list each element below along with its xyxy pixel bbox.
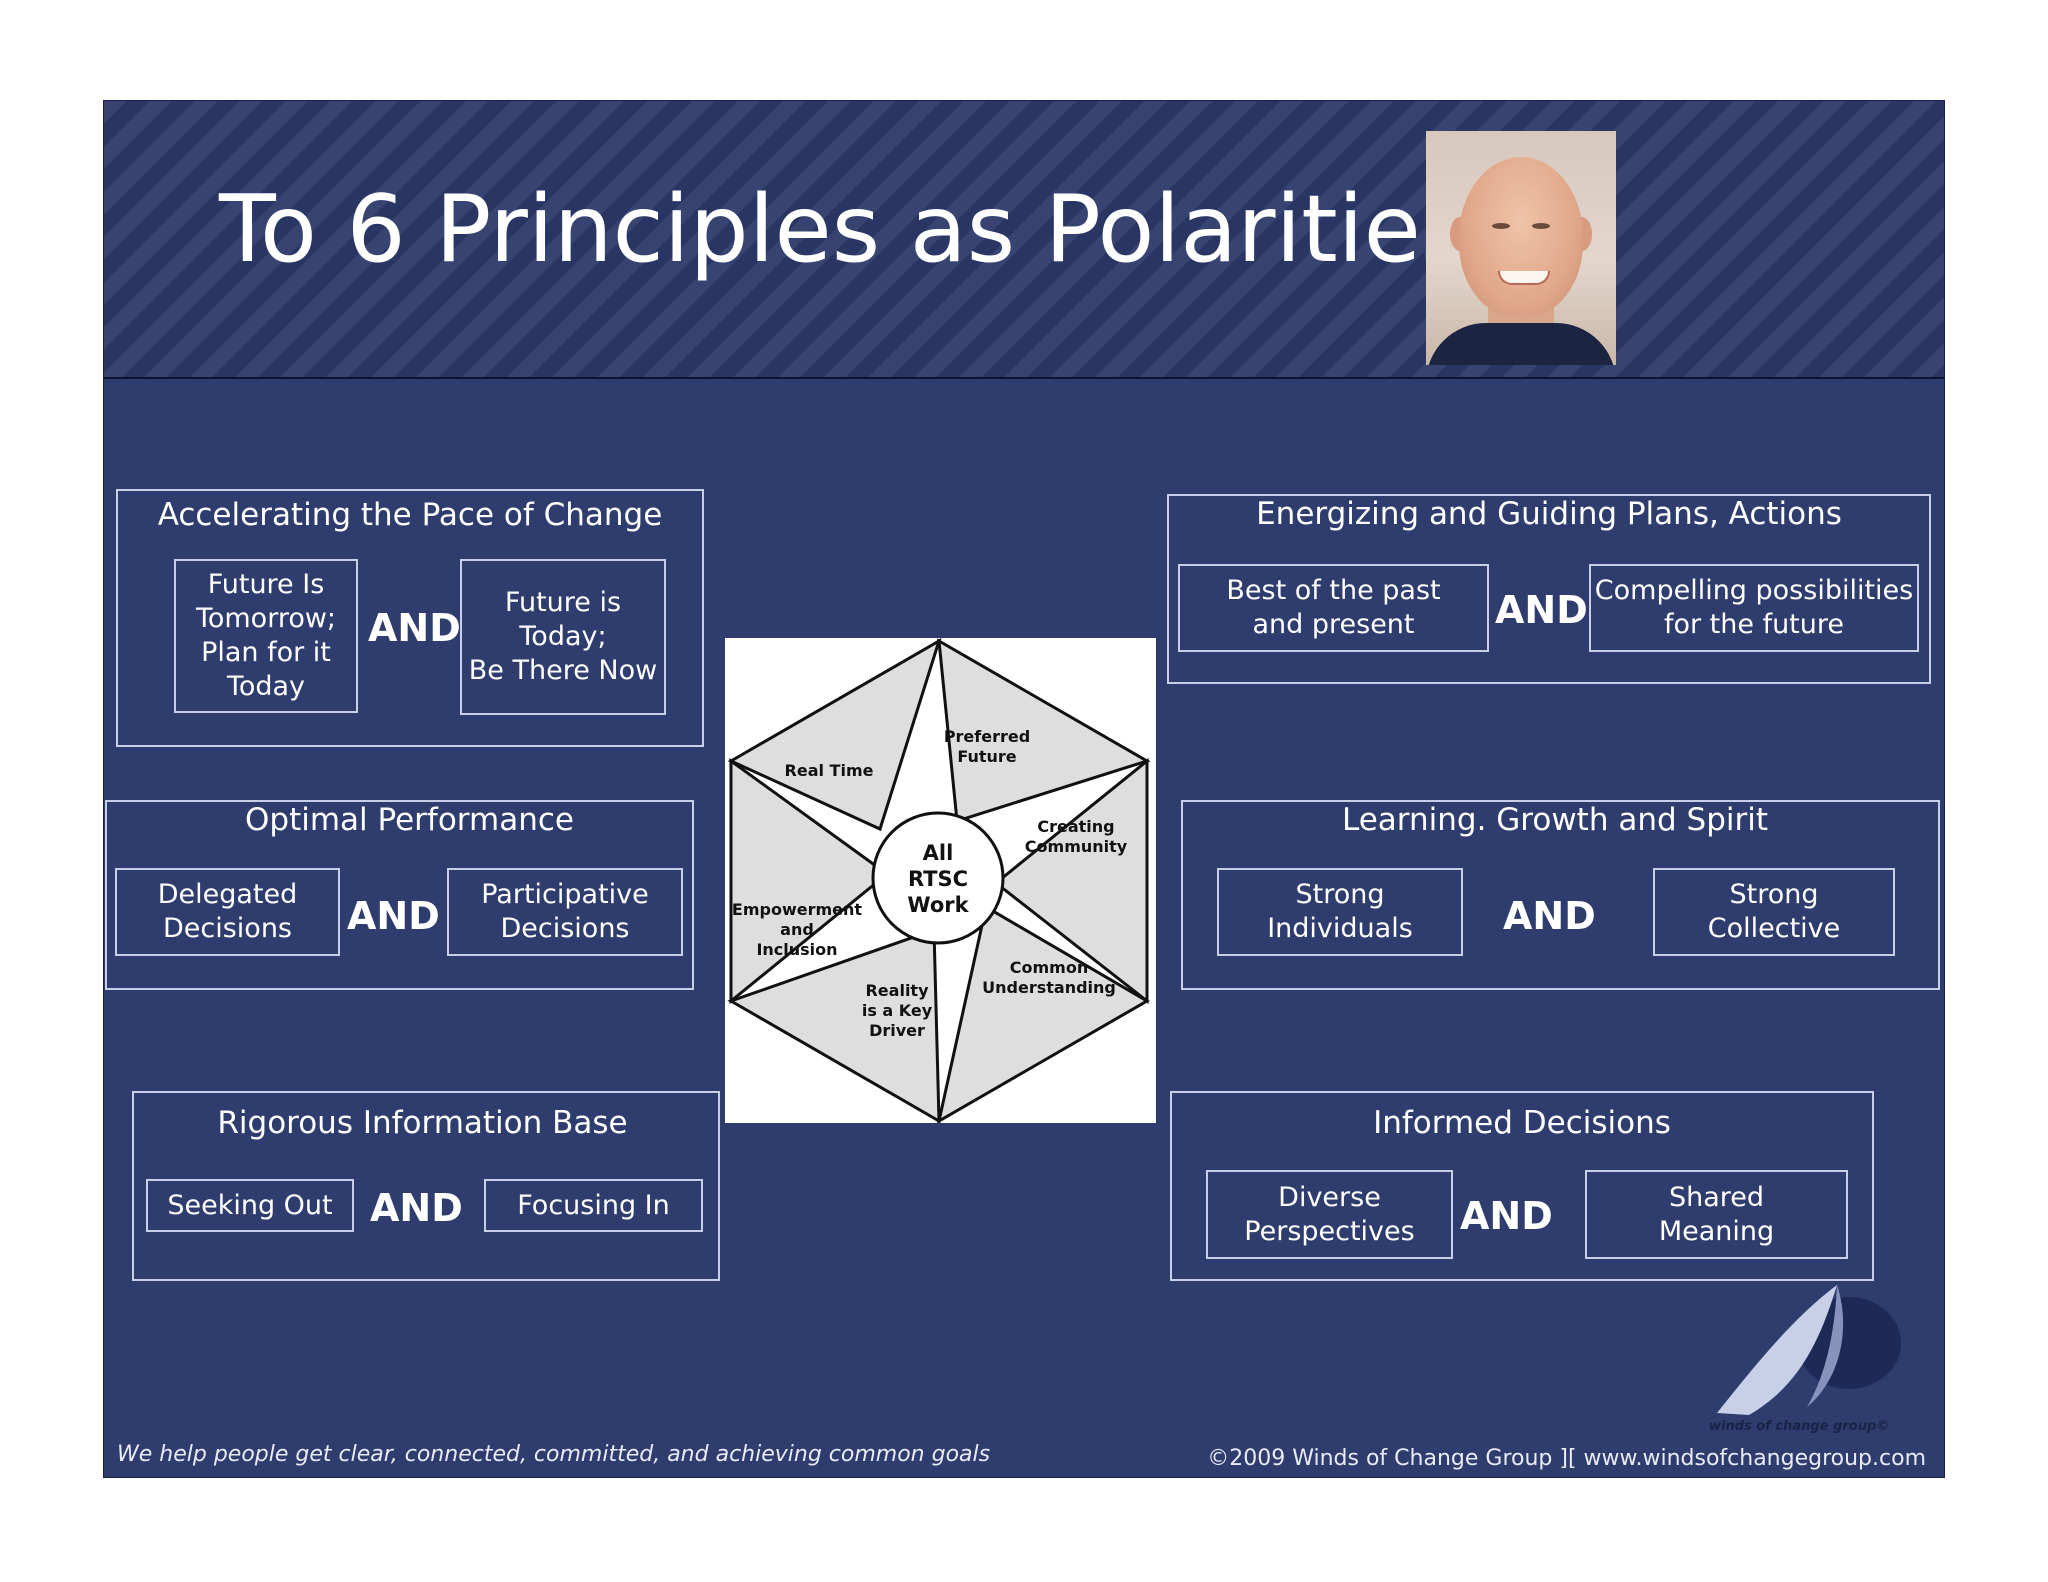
- segment-common-understanding: [937, 904, 1150, 1123]
- polarity-right: Shared Meaning: [1585, 1170, 1848, 1259]
- principle-title: Accelerating the Pace of Change: [157, 497, 663, 533]
- and-label: AND: [1503, 894, 1596, 938]
- segment-label-reality-key-driver: Reality: [865, 981, 929, 1000]
- slide-header: To 6 Principles as Polarities: [104, 101, 1944, 379]
- principle-box-energizing-plans: Energizing and Guiding Plans, Actions Be…: [1167, 494, 1931, 684]
- hexagon-shape: [727, 638, 1151, 1123]
- polarity-left: Strong Individuals: [1217, 868, 1463, 956]
- polarity-left: Delegated Decisions: [115, 868, 340, 956]
- principle-box-informed-decisions: Informed Decisions Diverse Perspectives …: [1170, 1091, 1874, 1281]
- principle-title: Energizing and Guiding Plans, Actions: [1256, 496, 1842, 532]
- page-title: To 6 Principles as Polarities: [219, 175, 1470, 283]
- and-label: AND: [1495, 588, 1588, 632]
- principle-title: Informed Decisions: [1373, 1105, 1671, 1141]
- principle-box-learning-growth: Learning. Growth and Spirit Strong Indiv…: [1181, 800, 1940, 990]
- center-label-line: All: [923, 841, 954, 865]
- segment-label-empowerment-inclusion: Inclusion: [756, 940, 837, 959]
- segment-label-reality-key-driver: Driver: [869, 1021, 925, 1040]
- principle-box-accelerating-change: Accelerating the Pace of Change Future I…: [116, 489, 704, 747]
- segment-preferred-future: [937, 638, 1151, 823]
- polarity-right: Future is Today; Be There Now: [460, 559, 666, 715]
- rtsc-hexagon-diagram: All RTSC Work Real Time Preferred Future…: [725, 638, 1156, 1123]
- polarity-right: Focusing In: [484, 1179, 703, 1232]
- and-label: AND: [347, 894, 440, 938]
- and-label: AND: [368, 606, 461, 650]
- segment-label-creating-community: Creating: [1037, 817, 1114, 836]
- slide: To 6 Principles as Polarities Accelerati…: [103, 100, 1945, 1478]
- polarity-left: Best of the past and present: [1178, 564, 1489, 652]
- segment-reality-key-driver: [727, 927, 941, 1123]
- logo-caption: winds of change group©: [1709, 1419, 1890, 1434]
- segment-empowerment-inclusion: [729, 758, 890, 1005]
- segment-label-empowerment-inclusion: Empowerment: [732, 900, 862, 919]
- segment-label-creating-community: Community: [1025, 837, 1128, 856]
- and-label: AND: [370, 1186, 463, 1230]
- principle-title: Learning. Growth and Spirit: [1341, 802, 1768, 838]
- principle-title: Rigorous Information Base: [217, 1105, 628, 1141]
- footer-copyright: ©2009 Winds of Change Group ][ www.winds…: [1207, 1446, 1926, 1471]
- center-label-line: RTSC: [908, 867, 968, 891]
- segment-label-common-understanding: Common: [1010, 958, 1088, 977]
- presenter-photo: [1426, 131, 1616, 365]
- center-circle: [871, 811, 1005, 945]
- polarity-left: Diverse Perspectives: [1206, 1170, 1453, 1259]
- polarity-right: Compelling possibilities for the future: [1589, 564, 1919, 652]
- center-label-line: Work: [907, 893, 969, 917]
- segment-label-preferred-future: Preferred: [944, 727, 1030, 746]
- polarity-left: Seeking Out: [146, 1179, 354, 1232]
- footer-tagline: We help people get clear, connected, com…: [117, 1442, 991, 1467]
- winds-of-change-logo: [1717, 1285, 1901, 1415]
- polarity-right: Participative Decisions: [447, 868, 683, 956]
- segment-real-time: [727, 638, 942, 832]
- principle-box-optimal-performance: Optimal Performance Delegated Decisions …: [105, 800, 694, 990]
- polarity-left: Future Is Tomorrow; Plan for it Today: [174, 559, 358, 713]
- segment-label-real-time: Real Time: [785, 761, 874, 780]
- segment-creating-community: [993, 757, 1149, 1005]
- principle-title: Optimal Performance: [245, 802, 574, 838]
- segment-label-empowerment-inclusion: and: [780, 920, 814, 939]
- and-label: AND: [1460, 1194, 1553, 1238]
- principle-box-rigorous-information: Rigorous Information Base Seeking Out AN…: [132, 1091, 720, 1281]
- polarity-right: Strong Collective: [1653, 868, 1895, 956]
- segment-label-reality-key-driver: is a Key: [862, 1001, 933, 1020]
- segment-label-common-understanding: Understanding: [982, 978, 1116, 997]
- segment-label-preferred-future: Future: [957, 747, 1016, 766]
